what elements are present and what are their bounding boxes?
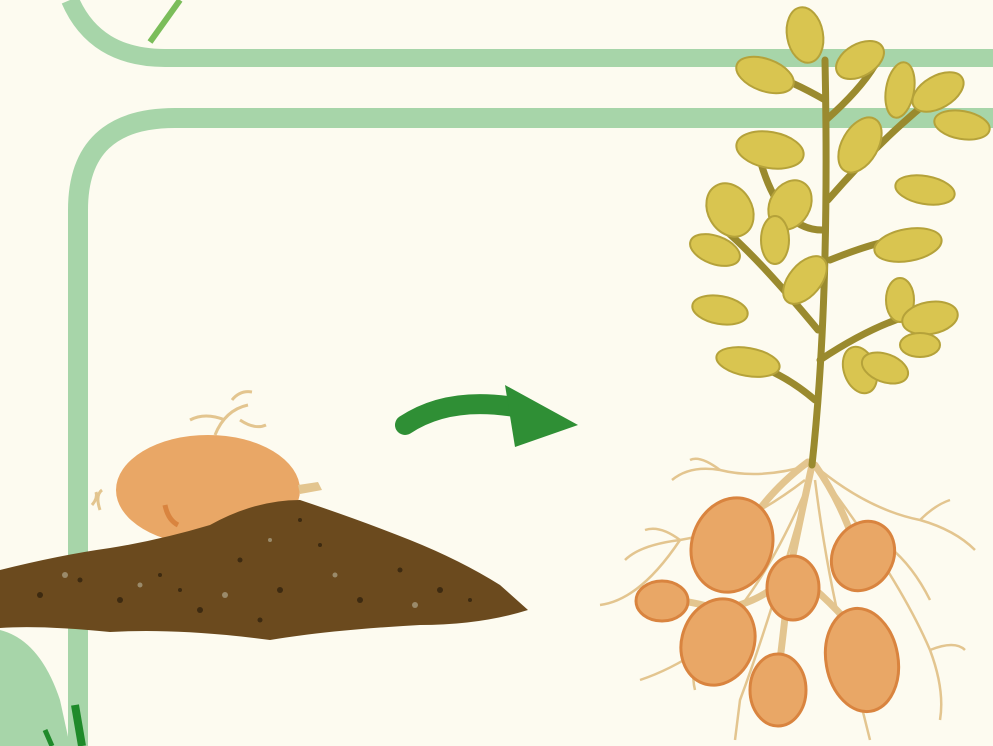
tubers-icon	[636, 486, 907, 726]
green-arrow-right-icon	[405, 385, 578, 447]
stem-fragment-icon	[150, 0, 180, 42]
tuber	[636, 486, 907, 726]
